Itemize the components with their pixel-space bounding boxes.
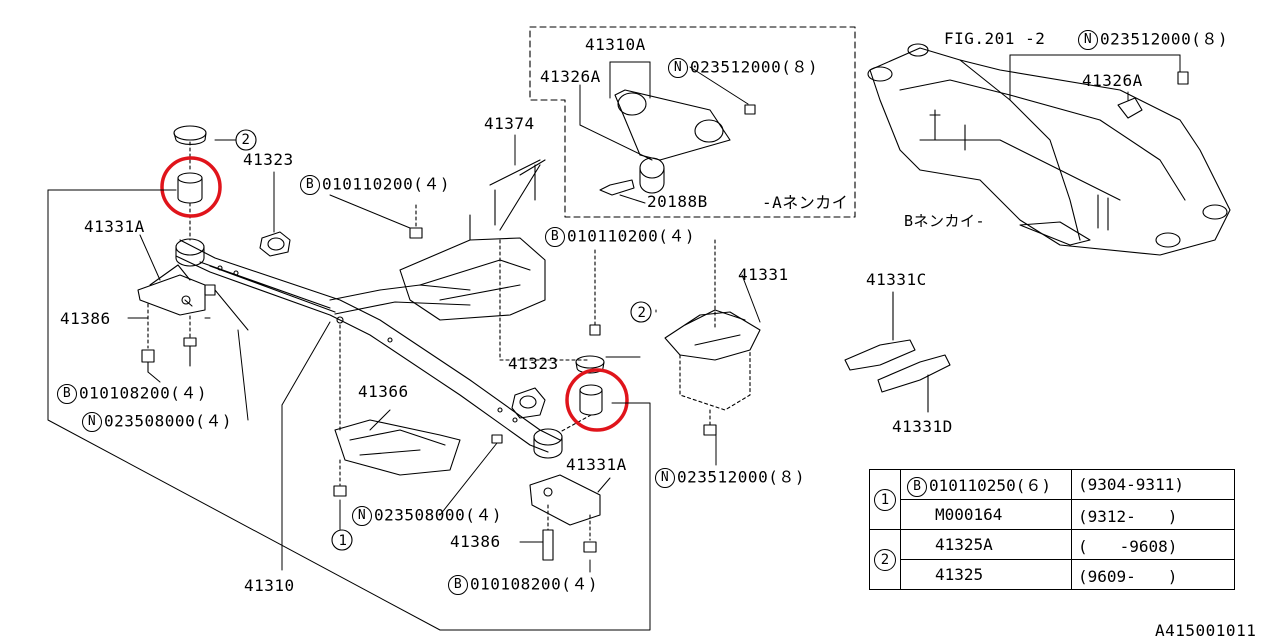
table-range-cell: ( -9608) [1071,529,1235,560]
b-marker: B [545,227,565,247]
bracket-41331A-left [137,264,206,373]
label-41326A-inset: 41326A [540,67,601,86]
label-text: 023508000(４) [104,411,232,431]
label-a-nenkai: -Aネンカイ [762,193,849,212]
b-marker: B [57,384,77,404]
overview-subframe [867,43,1231,256]
label-41331: 41331 [738,265,789,284]
table-row: M000164 (9312- ) [870,499,1235,530]
highlight-circle-right [565,368,629,432]
label-41331C: 41331C [866,270,927,289]
bushing-41323-right [511,387,546,419]
table-range-cell: (9304-9311) [1071,469,1235,500]
label-41323-mid: 41323 [508,354,559,373]
fasteners [204,204,716,444]
label-callout-2-mid: 2 [632,303,652,323]
insulator-top-left [173,125,207,241]
table-row: 41325 (9609- ) [870,559,1235,590]
bracket-41331 [664,309,761,436]
b-marker: B [448,575,468,595]
table-row: 2 41325A ( -9608) [869,529,1235,590]
label-41310: 41310 [244,576,295,595]
table-part-cell: 41325 [900,559,1072,590]
label-41386-right: 41386 [450,532,501,551]
bushing-41323-left [259,231,291,257]
label-text: 010110200(４) [322,174,450,194]
label-41374: 41374 [484,114,535,133]
label-text: 023512000(８) [1100,29,1228,49]
label-41323-top: 41323 [243,150,294,169]
label-41310A: 41310A [585,35,646,54]
label-text: 023508000(４) [374,505,502,525]
label-20188B: 20188B [647,192,708,211]
table-range-cell: (9312- ) [1071,499,1235,530]
b-marker: B [907,476,927,497]
label-41331A-right: 41331A [566,455,627,474]
label-41366: 41366 [358,382,409,401]
crossmember-41310 [175,238,563,459]
n-marker: N [668,58,688,78]
label-text: 010108200(４) [470,574,598,594]
n-marker: N [352,506,372,526]
table-part-cell: 41325A [900,529,1072,560]
n-marker: N [82,412,102,432]
n-marker: N [655,468,675,488]
table-range-cell: (9609- ) [1071,559,1235,590]
table-key-cell: 1 [869,469,901,530]
table-part-number: 010110250(６) [929,476,1051,496]
table-key-cell: 2 [869,529,901,590]
label-text: 023512000(８) [690,57,818,77]
callout-2-top: 2 [241,132,251,148]
callout-1-table: 1 [874,488,896,511]
label-callout-2-top: 2 [236,130,256,150]
label-41331D: 41331D [892,417,953,436]
callout-1: 1 [338,533,348,549]
bracket-41366 [333,324,461,497]
label-text: 010110200(４) [567,226,695,246]
leader-lines [47,54,1181,631]
label-fig: FIG.201 -2 [944,29,1046,48]
callout-2-mid: 2 [637,305,647,321]
label-41326A-right: 41326A [1082,71,1143,90]
bracket-41331C [844,291,916,371]
callout-2-table: 2 [874,548,896,571]
label-text: 010108200(４) [79,383,207,403]
label-41331A-left: 41331A [84,217,145,236]
bracket-41331D [877,354,951,413]
label-image-code: A415001011 [1155,621,1257,640]
b-marker: B [300,175,320,195]
highlight-circle-left [160,156,222,218]
callout-circles [235,129,652,551]
label-b-nenkai: Bネンカイ- [904,212,986,230]
bracket-41331A-right [529,474,601,561]
label-text: 023512000(８) [677,467,805,487]
table-part-cell: M000164 [900,499,1072,530]
inset-a-nenkai [529,26,856,218]
n-marker: N [1078,30,1098,50]
label-41386-left: 41386 [60,309,111,328]
label-callout-1: 1 [333,531,353,551]
